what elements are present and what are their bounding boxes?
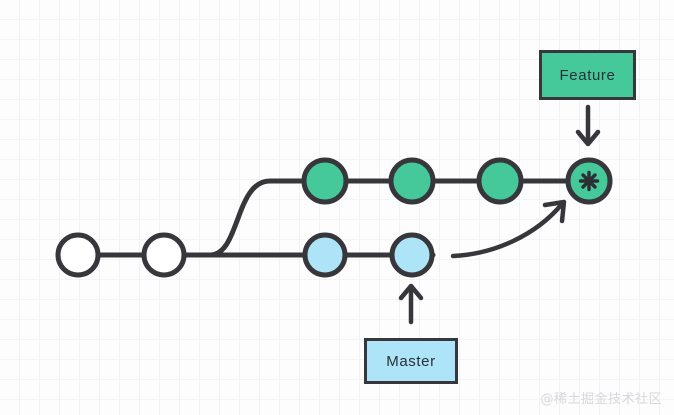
master-pointer-arrow-icon xyxy=(398,283,424,325)
feature-pointer-arrow-icon xyxy=(575,104,601,147)
master-label-text: Master xyxy=(386,352,436,370)
branch-curve xyxy=(207,178,328,258)
commit-node-m4[interactable] xyxy=(389,232,435,278)
merge-arrow-icon xyxy=(450,199,567,259)
master-branch-label[interactable]: Master xyxy=(364,338,458,384)
commit-node-f1[interactable] xyxy=(301,157,349,205)
commit-node-m2[interactable] xyxy=(141,232,187,278)
commit-node-f3[interactable] xyxy=(476,157,524,205)
commit-node-m3[interactable] xyxy=(302,232,348,278)
commit-node-m1[interactable] xyxy=(55,232,101,278)
feature-label-text: Feature xyxy=(559,66,616,84)
commit-node-f2[interactable] xyxy=(388,157,436,205)
feature-branch-label[interactable]: Feature xyxy=(539,50,636,100)
watermark-text: @稀土掘金技术社区 xyxy=(540,392,662,407)
asterisk-icon xyxy=(578,170,600,192)
